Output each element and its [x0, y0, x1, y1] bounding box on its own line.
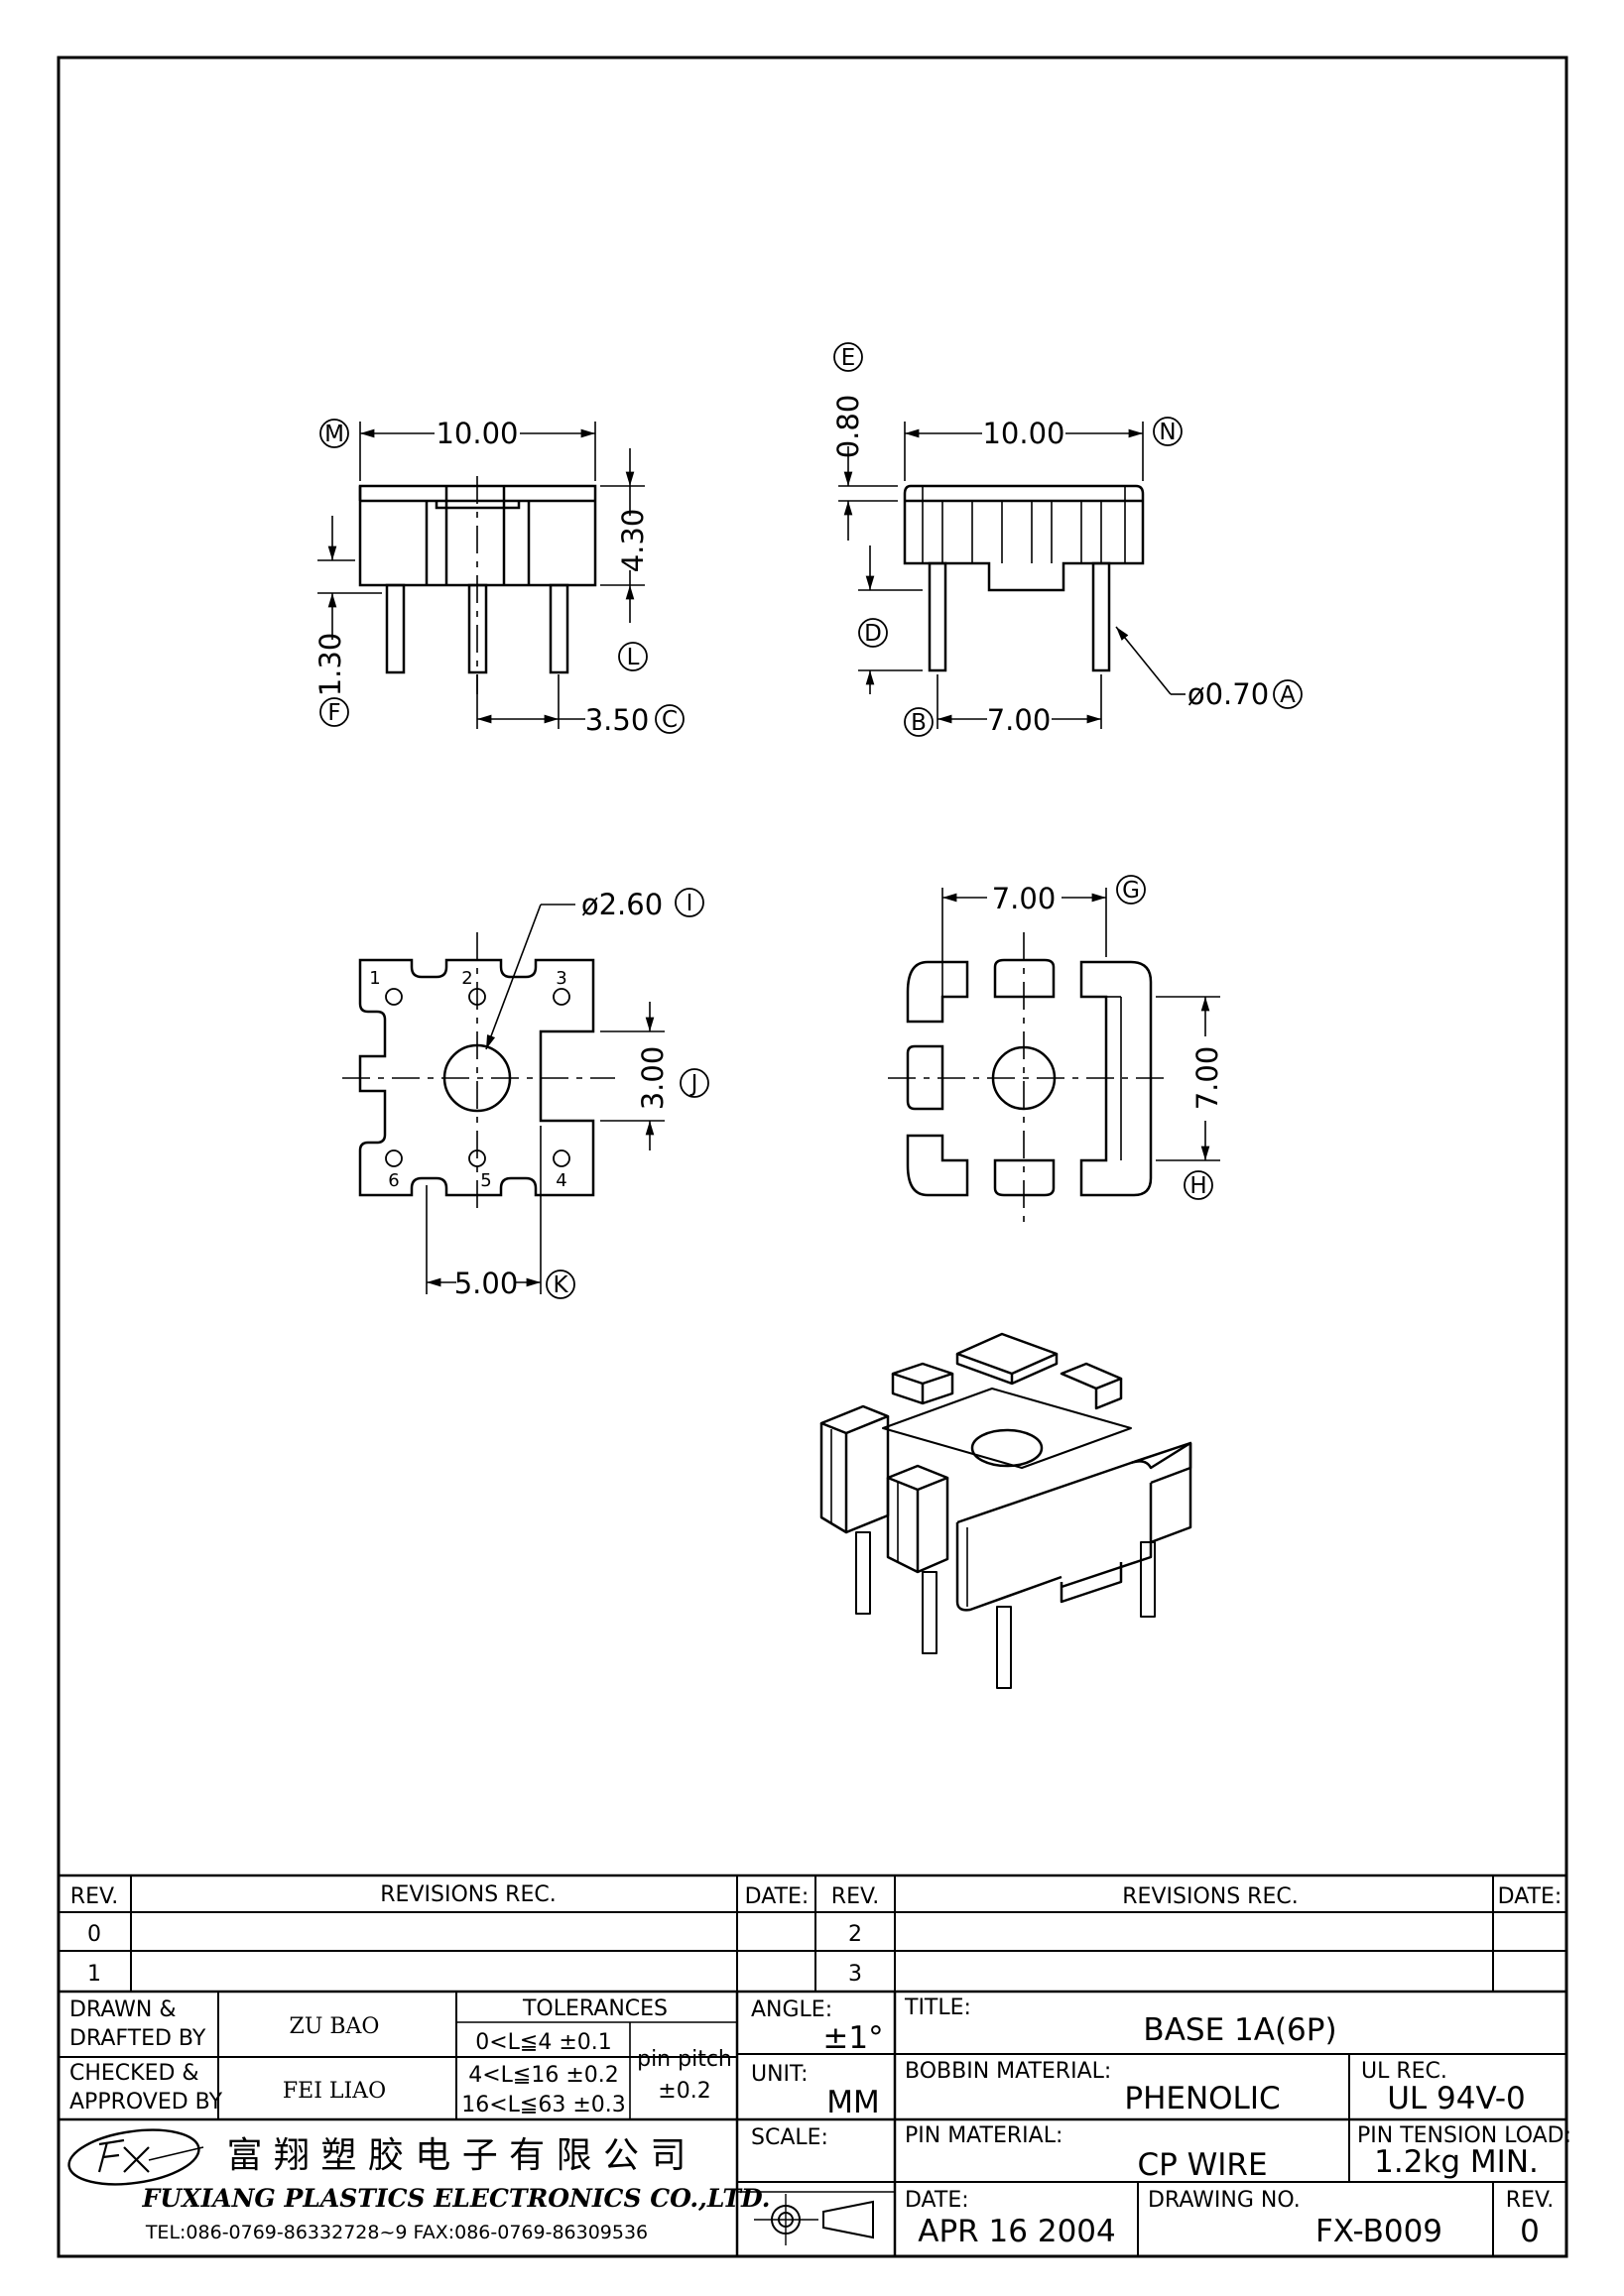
- drawing-no-label: DRAWING NO.: [1148, 2188, 1301, 2213]
- dim-pin-spacing-700: 7.00: [987, 703, 1052, 737]
- unit-label: UNIT:: [751, 2062, 808, 2087]
- tolerance-row-3: 16<L≦63 ±0.3: [461, 2093, 626, 2117]
- front-right-view: [833, 342, 1303, 737]
- date-header-right: DATE:: [1498, 1884, 1562, 1909]
- pin-number-4: 4: [556, 1170, 566, 1191]
- pin-number-2: 2: [461, 968, 472, 989]
- company-name-en: FUXIANG PLASTICS ELECTRONICS CO.,LTD.: [142, 2184, 771, 2213]
- callout-M: M: [324, 422, 344, 447]
- ul-rec-label: UL REC.: [1361, 2059, 1447, 2084]
- callout-B: B: [911, 710, 927, 736]
- callout-K: K: [553, 1272, 568, 1298]
- angle-value: ±1°: [822, 2020, 883, 2056]
- tolerance-row-1: 0<L≦4 ±0.1: [475, 2030, 612, 2055]
- front-right-labels: 10.00 0.80 7.00 ø0.70 E N D B A: [831, 345, 1296, 737]
- pin-pitch-label: pin pitch: [637, 2047, 732, 2072]
- rev-label: REV.: [1506, 2188, 1554, 2213]
- projection-symbol-icon: [754, 2194, 874, 2245]
- dim-width-10: 10.00: [436, 417, 518, 450]
- rev-header-right: REV.: [831, 1884, 879, 1909]
- bottom-right-labels: 7.00 7.00 G H: [992, 878, 1224, 1199]
- dim-hole-dia-260: ø2.60: [581, 888, 663, 921]
- pin-number-3: 3: [556, 968, 566, 989]
- front-left-labels: 10.00 4.30 1.30 3.50 M L F C: [313, 417, 678, 737]
- dim-pitch-350: 3.50: [585, 703, 650, 737]
- pin-number-6: 6: [388, 1170, 399, 1191]
- dim-slot-300: 3.00: [636, 1046, 670, 1111]
- dim-pin-dia-070: ø0.70: [1187, 677, 1269, 711]
- drawing-no-value: FX-B009: [1315, 2214, 1442, 2249]
- callout-N: N: [1159, 420, 1176, 445]
- revisions-header-left: REVISIONS REC.: [380, 1882, 556, 1907]
- rev-row-0: 0: [87, 1922, 101, 1947]
- scale-label: SCALE:: [751, 2125, 828, 2150]
- revisions-labels: REV. REVISIONS REC. DATE: REV. REVISIONS…: [70, 1882, 1562, 1987]
- dim-width-10-right: 10.00: [982, 417, 1064, 450]
- rev-row-2: 2: [848, 1922, 862, 1947]
- company-logo-icon: [67, 2128, 204, 2186]
- dim-width-700: 7.00: [992, 882, 1057, 915]
- tolerances-label: TOLERANCES: [522, 1996, 668, 2021]
- dim-spacing-500: 5.00: [454, 1267, 519, 1300]
- title-value: BASE 1A(6P): [1143, 2012, 1336, 2048]
- checked-label-1: CHECKED &: [69, 2061, 199, 2086]
- callout-E: E: [841, 345, 856, 371]
- title-label: TITLE:: [904, 1995, 971, 2020]
- front-left-view: [317, 419, 685, 734]
- pin-number-1: 1: [369, 968, 380, 989]
- drawn-label-1: DRAWN &: [69, 1997, 177, 2022]
- callout-F: F: [327, 700, 340, 726]
- ul-rec-value: UL 94V-0: [1387, 2081, 1526, 2116]
- isometric-view: [819, 1332, 1192, 1689]
- pin-pitch-value: ±0.2: [658, 2079, 710, 2104]
- sheet-border: [57, 56, 1568, 2258]
- bottom-right-view: [888, 875, 1220, 1230]
- drawn-value: ZU BAO: [290, 2014, 380, 2039]
- title-block-labels: DRAWN & DRAFTED BY ZU BAO CHECKED & APPR…: [69, 1995, 1571, 2249]
- dim-top-080: 0.80: [831, 395, 865, 459]
- title-block-grid: [59, 1992, 1566, 2256]
- revisions-table: [59, 1873, 1566, 1994]
- callout-G: G: [1122, 878, 1140, 904]
- date-label: DATE:: [905, 2188, 969, 2213]
- callout-J: J: [689, 1071, 698, 1097]
- bobbin-material-value: PHENOLIC: [1124, 2081, 1280, 2116]
- pin-material-value: CP WIRE: [1137, 2147, 1267, 2183]
- checked-label-2: APPROVED BY: [69, 2090, 223, 2115]
- drawn-label-2: DRAFTED BY: [69, 2026, 206, 2051]
- bottom-left-labels: ø2.60 3.00 5.00 I J K 1 2 3 4 5 6: [369, 888, 697, 1300]
- angle-label: ANGLE:: [751, 1997, 832, 2022]
- rev-row-3: 3: [848, 1962, 862, 1987]
- revisions-header-right: REVISIONS REC.: [1122, 1884, 1298, 1909]
- bottom-left-view: [342, 888, 709, 1299]
- pin-tension-label: PIN TENSION LOAD:: [1357, 2123, 1571, 2148]
- dim-height-700: 7.00: [1190, 1046, 1224, 1111]
- company-name-cn: 富 翔 塑 胶 电 子 有 限 公 司: [227, 2135, 687, 2176]
- tolerance-row-2: 4<L≦16 ±0.2: [468, 2063, 619, 2088]
- callout-A: A: [1280, 682, 1296, 708]
- date-value: APR 16 2004: [918, 2214, 1116, 2249]
- dim-pin-len-130: 1.30: [313, 633, 347, 697]
- callout-H: H: [1189, 1173, 1206, 1199]
- unit-value: MM: [826, 2085, 880, 2120]
- callout-D: D: [864, 621, 882, 647]
- rev-value: 0: [1520, 2214, 1540, 2249]
- rev-row-1: 1: [87, 1962, 101, 1987]
- callout-C: C: [662, 707, 678, 733]
- company-contact: TEL:086-0769-86332728~9 FAX:086-0769-863…: [145, 2222, 648, 2243]
- bobbin-material-label: BOBBIN MATERIAL:: [905, 2059, 1111, 2084]
- rev-header-left: REV.: [70, 1884, 118, 1909]
- pin-tension-value: 1.2kg MIN.: [1374, 2144, 1539, 2180]
- dim-height-430: 4.30: [616, 509, 650, 573]
- checked-value: FEI LIAO: [283, 2079, 386, 2104]
- callout-L: L: [627, 645, 640, 670]
- callout-I: I: [687, 891, 693, 916]
- date-header-left: DATE:: [745, 1884, 810, 1909]
- pin-material-label: PIN MATERIAL:: [905, 2123, 1062, 2148]
- company-info: 富 翔 塑 胶 电 子 有 限 公 司 FUXIANG PLASTICS ELE…: [142, 2135, 771, 2243]
- pin-number-5: 5: [480, 1170, 491, 1191]
